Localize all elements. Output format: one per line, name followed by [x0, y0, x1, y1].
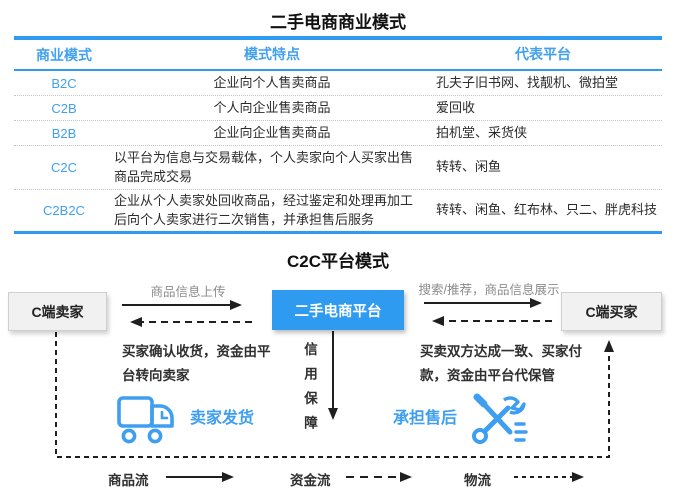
table-header-row: 商业模式 模式特点 代表平台	[14, 40, 662, 71]
cell-model: C2B	[51, 100, 77, 116]
column-header-platform: 代表平台	[515, 45, 571, 62]
cell-platform: 转转、闲鱼、红布林、只二、胖虎科技	[436, 202, 658, 218]
table-title: 二手电商商业模式	[270, 13, 406, 32]
column-header-model: 商业模式	[36, 46, 92, 63]
table-bottom-border	[14, 231, 662, 234]
cell-feature: 个人向企业售卖商品	[213, 99, 331, 115]
table-row: B2C 企业向个人售卖商品 孔夫子旧书网、找靓机、微拍堂	[14, 71, 662, 96]
column-header-feature: 模式特点	[244, 46, 300, 63]
legend-capital-flow: 资金流	[290, 473, 331, 488]
cell-platform: 孔夫子旧书网、找靓机、微拍堂	[436, 74, 619, 90]
seller-node: C端卖家	[8, 292, 107, 331]
cell-feature: 企业向个人售卖商品	[213, 74, 331, 90]
table-row: C2B 个人向企业售卖商品 爱回收	[14, 96, 662, 121]
cell-model: B2C	[51, 75, 77, 91]
cell-platform: 转转、闲鱼	[436, 159, 502, 175]
legend-goods-flow: 商品流	[108, 473, 149, 488]
legend-logistics-flow: 物流	[464, 473, 491, 488]
table-row: C2C 以平台为信息与交易载体，个人卖家向个人买家出售商品完成交易 转转、闲鱼	[14, 146, 662, 190]
cell-model: C2C	[50, 160, 77, 175]
delivery-truck-icon	[116, 392, 178, 451]
cell-feature: 以平台为信息与交易载体，个人卖家向个人买家出售商品完成交易	[114, 149, 414, 184]
table-row: C2B2C 企业从个人卖家处回收商品，经过鉴定和处理再加工后向个人卖家进行二次销…	[14, 190, 662, 231]
table-top-border	[14, 36, 662, 40]
seller-ship-label: 卖家发货	[190, 410, 255, 427]
after-sales-tools-icon	[466, 388, 532, 455]
cell-platform: 爱回收	[436, 99, 476, 115]
cell-platform: 拍机堂、采货侠	[436, 124, 528, 140]
cell-feature: 企业从个人卖家处回收商品，经过鉴定和处理再加工后向个人卖家进行二次销售，并承担售…	[114, 192, 414, 227]
platform-node: 二手电商平台	[272, 290, 404, 330]
upload-flow-label: 商品信息上传	[150, 285, 226, 299]
cell-model: B2B	[51, 125, 77, 141]
search-flow-label: 搜索/推荐，商品信息展示	[418, 283, 560, 297]
after-sales-label: 承担售后	[393, 410, 458, 427]
business-model-table: 商业模式 模式特点 代表平台 B2C 企业向个人售卖商品 孔夫子旧书网、找靓机、…	[14, 36, 662, 234]
cell-model: C2B2C	[43, 203, 85, 218]
table-row: B2B 企业向企业售卖商品 拍机堂、采货侠	[14, 121, 662, 146]
cell-feature: 企业向企业售卖商品	[213, 124, 331, 140]
buyer-node: C端买家	[561, 292, 662, 331]
diagram-title: C2C平台模式	[286, 252, 389, 271]
seller-payout-note: 买家确认收货，资金由平台转向卖家	[122, 344, 271, 384]
buyer-payment-note: 买卖双方达成一致、买家付款，资金由平台代保管	[420, 344, 582, 384]
credit-guarantee-label: 信用保障	[302, 342, 317, 440]
